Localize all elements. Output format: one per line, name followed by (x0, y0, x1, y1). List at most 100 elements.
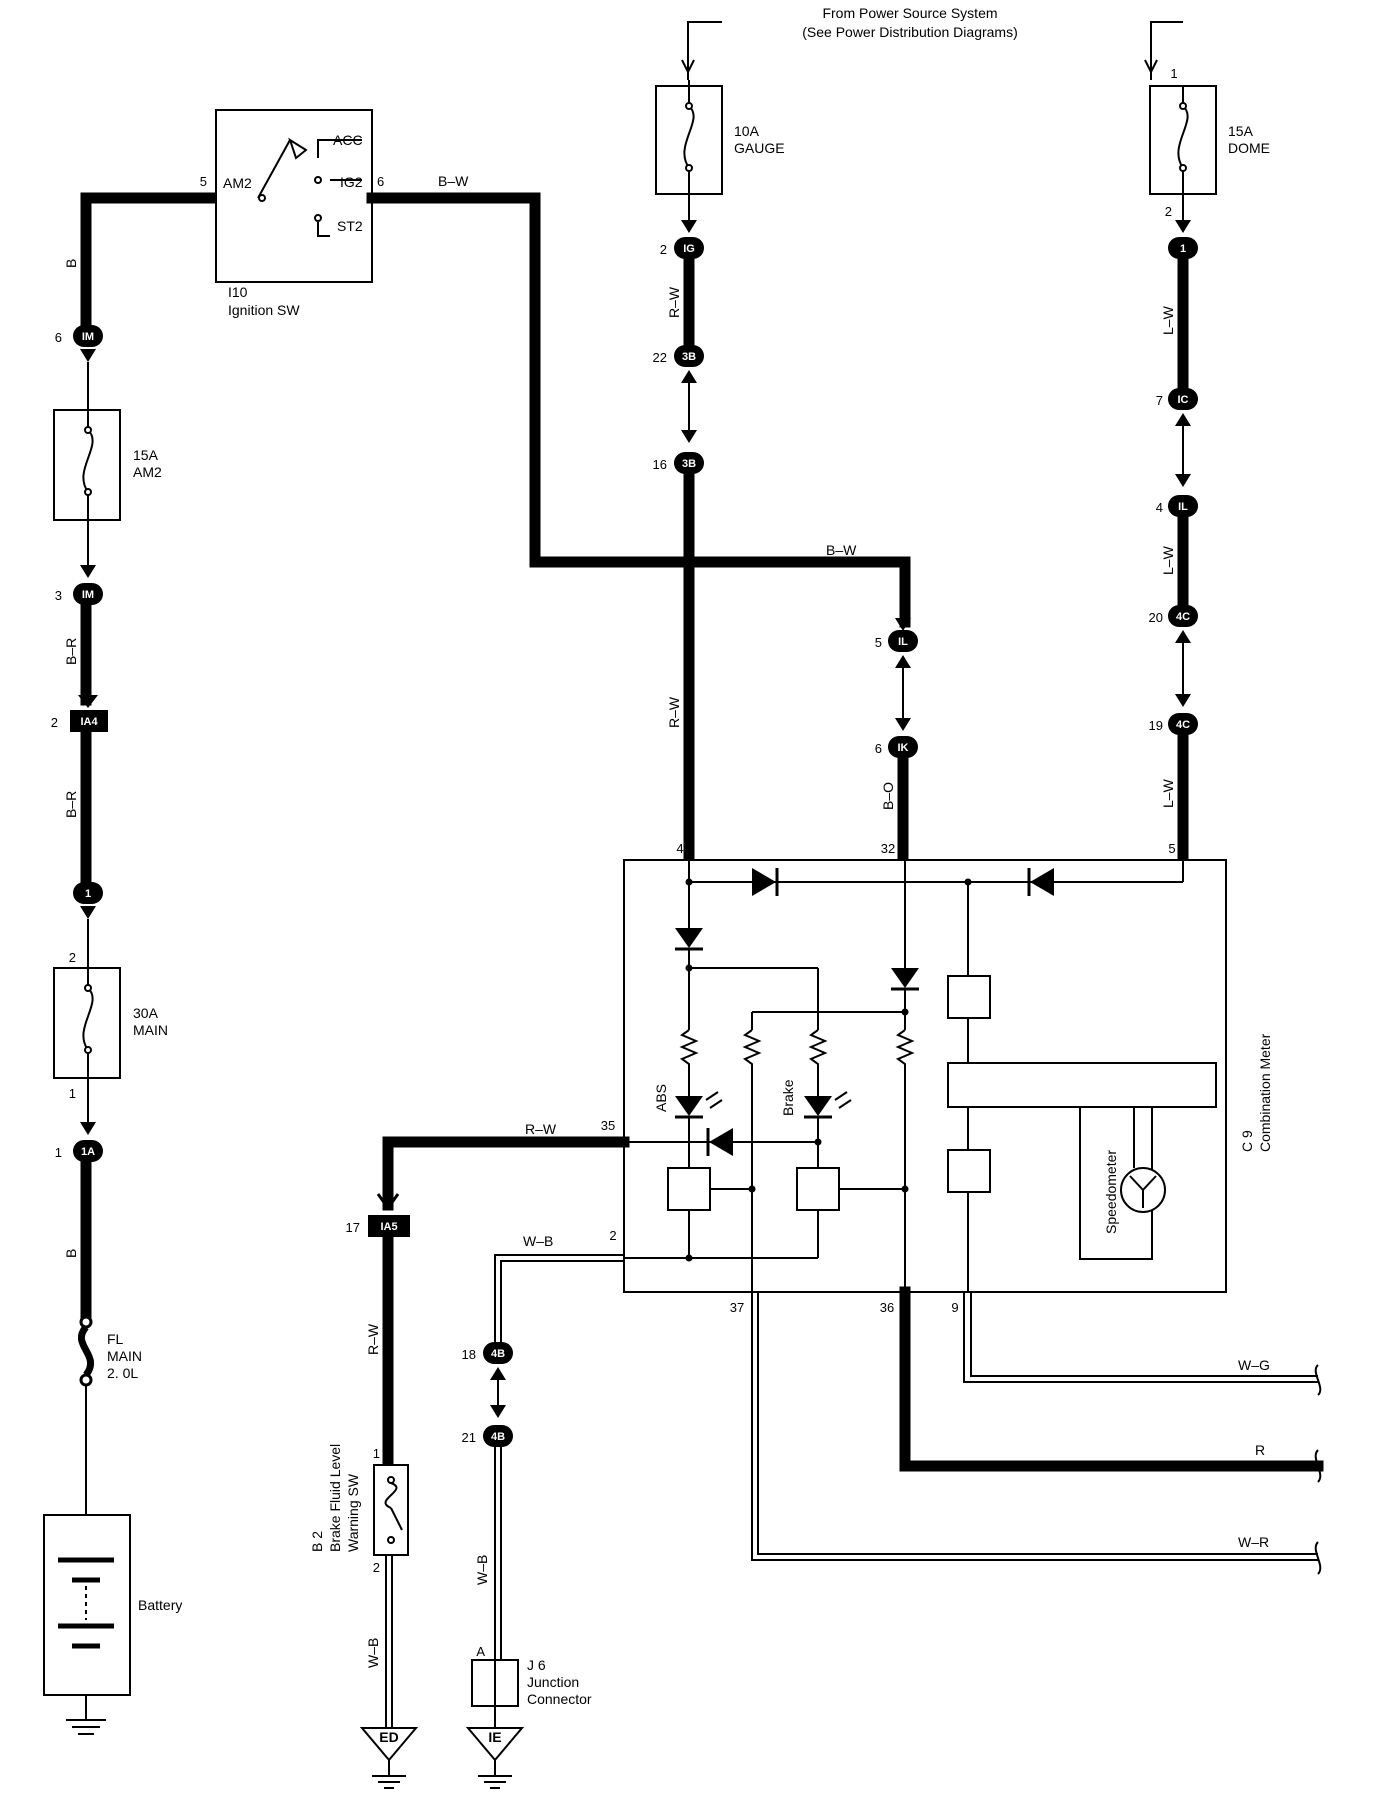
left-power-feed: B IM 6 15A AM2 IM 3 B–R (43, 192, 222, 1735)
connector-3b-1: 3B 22 (653, 345, 704, 383)
svg-text:IL: IL (1178, 501, 1188, 513)
svg-text:9: 9 (951, 1300, 958, 1315)
fuse-30a-main: 30A MAIN (53, 967, 168, 1079)
svg-text:Connector: Connector (527, 1691, 592, 1707)
svg-text:IM: IM (82, 331, 94, 343)
svg-text:4: 4 (1156, 500, 1163, 515)
svg-text:1: 1 (373, 1446, 380, 1461)
svg-text:4: 4 (676, 841, 683, 856)
battery: Battery (43, 1514, 182, 1696)
svg-text:4B: 4B (491, 1348, 505, 1360)
svg-text:15A: 15A (133, 447, 159, 463)
header-line-1: From Power Source System (822, 5, 997, 21)
svg-text:IE: IE (488, 1729, 501, 1745)
svg-text:1: 1 (1180, 243, 1186, 255)
combination-meter: 4 32 5 35 2 37 36 9 (601, 841, 1273, 1315)
svg-text:Brake: Brake (780, 1079, 796, 1116)
svg-text:32: 32 (881, 841, 895, 856)
wire-label-wb-3: W–B (474, 1555, 490, 1585)
svg-text:IC: IC (1178, 394, 1189, 406)
svg-text:Battery: Battery (138, 1597, 182, 1613)
ground-icon (66, 1719, 106, 1735)
svg-text:C 9: C 9 (1239, 1130, 1255, 1152)
svg-text:Brake Fluid Level: Brake Fluid Level (327, 1444, 343, 1552)
svg-text:R: R (1255, 1442, 1265, 1458)
svg-text:3B: 3B (682, 458, 696, 470)
svg-text:6: 6 (377, 174, 384, 189)
gauge-feed: 10A GAUGE (655, 21, 785, 233)
svg-text:7: 7 (1156, 393, 1163, 408)
svg-text:Ignition SW: Ignition SW (228, 302, 300, 318)
wire-label-b-top: B (63, 259, 79, 268)
svg-text:R–W: R–W (525, 1121, 557, 1137)
wire-label-lw-2: L–W (1160, 545, 1176, 575)
resistor-icon (808, 1029, 828, 1096)
svg-text:30A: 30A (133, 1005, 159, 1021)
brake-fluid-level-switch: 1 2 B 2 Brake Fluid Level Warning SW (309, 1444, 409, 1575)
svg-text:1: 1 (1170, 66, 1177, 81)
wire-label-lw-1: L–W (1160, 305, 1176, 335)
wire-label-br-2: B–R (63, 791, 79, 818)
svg-text:IK: IK (898, 742, 909, 754)
connector-im-1: IM 6 (55, 325, 103, 362)
connector-ia4: IA4 2 (51, 695, 108, 732)
wire-label-wb-1: W–B (365, 1638, 381, 1668)
svg-text:AM2: AM2 (223, 175, 252, 191)
svg-text:I10: I10 (228, 284, 248, 300)
resistor-icon (679, 1029, 699, 1096)
svg-text:20: 20 (1149, 610, 1163, 625)
svg-text:1: 1 (69, 1086, 76, 1101)
wire-label-rw-1: R–W (666, 286, 682, 318)
svg-text:16: 16 (653, 457, 667, 472)
svg-text:MAIN: MAIN (133, 1022, 168, 1038)
svg-text:IG2: IG2 (340, 174, 363, 190)
svg-text:22: 22 (653, 350, 667, 365)
svg-text:2: 2 (1165, 204, 1172, 219)
svg-text:2: 2 (373, 1560, 380, 1575)
svg-text:W–G: W–G (1238, 1357, 1270, 1373)
svg-text:6: 6 (55, 330, 62, 345)
diode-icon (706, 1128, 733, 1156)
svg-text:1: 1 (85, 888, 91, 900)
svg-text:IM: IM (82, 589, 94, 601)
svg-text:2: 2 (69, 950, 76, 965)
connector-ia5: IA5 17 (346, 1215, 410, 1237)
dome-feed: 1 15A DOME 2 (1144, 21, 1270, 233)
wire-label-b-bottom: B (63, 1249, 79, 1258)
wire-label-rw-4: R–W (365, 1323, 381, 1355)
connector-il-2: IL 4 (1156, 474, 1198, 517)
connector-3b-2: 3B 16 (653, 430, 704, 474)
fuse-15a-am2: 15A AM2 (53, 409, 162, 521)
svg-text:ED: ED (379, 1729, 398, 1745)
svg-text:3B: 3B (682, 351, 696, 363)
svg-text:MAIN: MAIN (107, 1348, 142, 1364)
svg-text:5: 5 (1168, 841, 1175, 856)
wire-label-rw-2: R–W (666, 696, 682, 728)
connector-im-2: IM 3 (55, 565, 103, 605)
diode-icon (1027, 868, 1054, 896)
svg-text:37: 37 (730, 1300, 744, 1315)
svg-text:2: 2 (660, 242, 667, 257)
svg-text:17: 17 (346, 1220, 360, 1235)
svg-text:19: 19 (1149, 718, 1163, 733)
wire-label-bo: B–O (880, 782, 896, 810)
svg-text:IA4: IA4 (80, 716, 98, 728)
svg-text:4B: 4B (491, 1431, 505, 1443)
svg-text:15A: 15A (1228, 123, 1254, 139)
svg-text:A: A (476, 1644, 485, 1659)
fusible-link-fl-main: FL MAIN 2. 0L (77, 1315, 142, 1387)
svg-text:4C: 4C (1176, 719, 1190, 731)
resistor-icon (895, 1029, 915, 1072)
header-line-2: (See Power Distribution Diagrams) (802, 24, 1018, 40)
svg-text:B–W: B–W (438, 173, 469, 189)
svg-text:B 2: B 2 (309, 1531, 325, 1552)
svg-text:35: 35 (601, 1118, 615, 1133)
connector-il-1: IL 5 (875, 618, 918, 668)
connector-1: 1 (73, 882, 103, 919)
connector-4c-1: 4C 20 (1149, 605, 1198, 643)
svg-text:1: 1 (55, 1145, 62, 1160)
connector-ig: IG 2 (660, 237, 704, 259)
connector-ik: IK 6 (875, 718, 918, 758)
diode-icon (752, 868, 779, 896)
